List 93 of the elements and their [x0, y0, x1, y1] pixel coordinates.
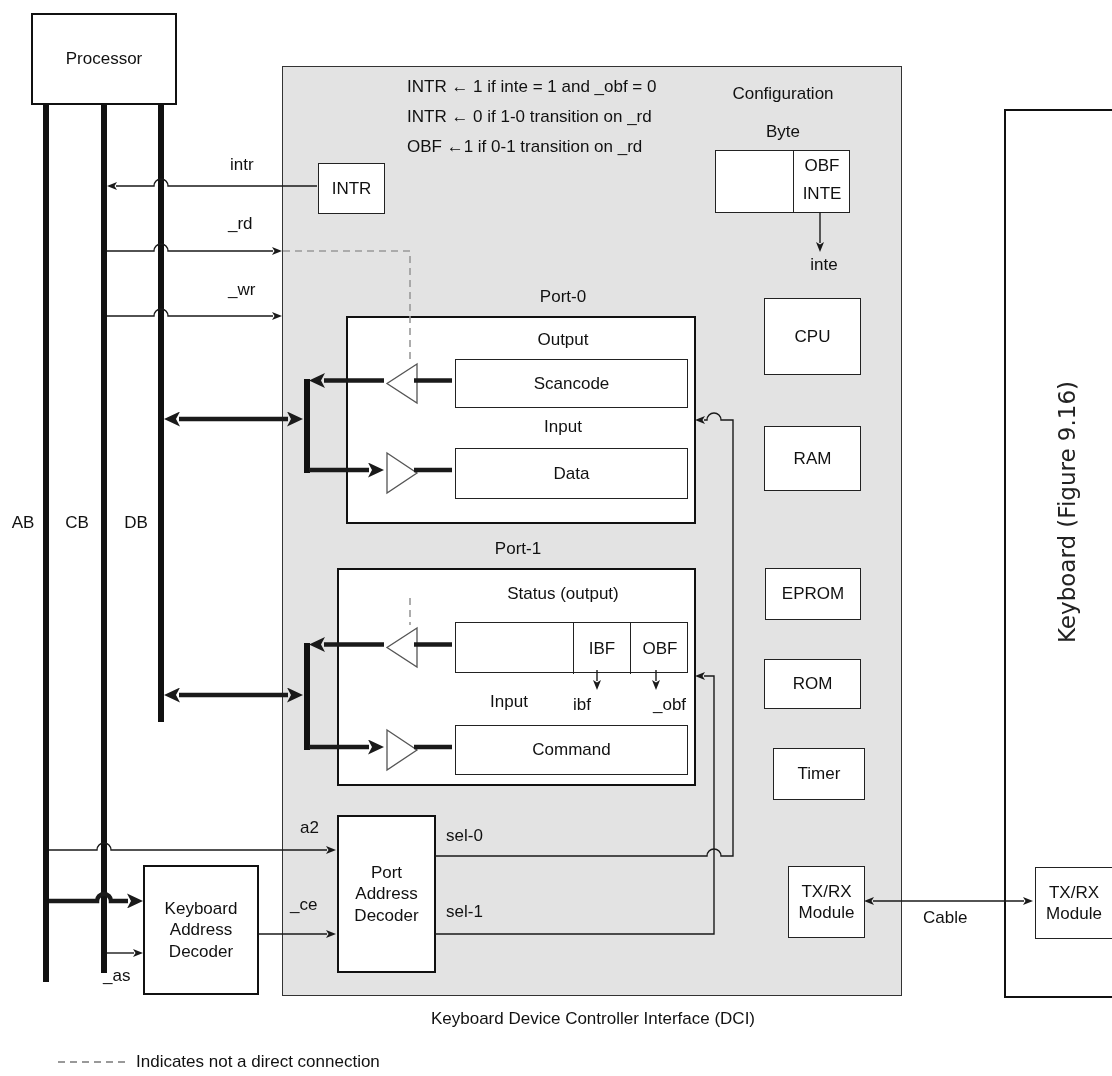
bus-junction [304, 379, 310, 473]
legend-label: Indicates not a direct connection [136, 1052, 380, 1072]
rule-text: OBF ←1 if 0-1 transition on _rd [407, 137, 643, 157]
arrow [652, 669, 660, 690]
register-box [455, 725, 688, 775]
dashed-line [409, 597, 411, 626]
edge-label: _wr [228, 280, 256, 300]
connector-line [414, 744, 452, 750]
block-label: ROM [791, 673, 834, 695]
arrow [593, 669, 601, 690]
edge-label: sel-0 [446, 826, 483, 846]
arrow [309, 462, 384, 478]
heading-label: Port-0 [538, 286, 588, 308]
arrow [309, 373, 384, 388]
module-box [764, 298, 861, 375]
heading-label: Keyboard Device Controller Interface (DCI) [429, 1008, 757, 1030]
block-label: Port Address Decoder [353, 862, 420, 926]
block-label: Timer [796, 763, 842, 785]
buffer-triangle [387, 364, 417, 403]
block-label: OBF [803, 155, 841, 177]
block-label: Status (output) [506, 583, 620, 605]
edge-label: intr [230, 155, 254, 175]
block-label: TX/RX Module [1045, 881, 1103, 925]
signal-label: _obf [649, 693, 695, 717]
buffer-triangle [387, 628, 417, 667]
edge-label: Cable [923, 908, 968, 928]
heading-label: Port-1 [493, 538, 543, 560]
register-box [455, 448, 688, 499]
bus-junction [304, 643, 310, 750]
edge-label: _ce [290, 895, 318, 915]
arrow [107, 178, 318, 190]
block-label: Processor [64, 48, 144, 70]
edge-label: _rd [228, 214, 253, 234]
bus-label: AB [10, 513, 36, 533]
arrow [309, 637, 384, 652]
arrow [48, 842, 336, 854]
double-arrow [864, 897, 1033, 905]
edge-label: sel-1 [446, 902, 483, 922]
block-label: INTE [801, 183, 843, 205]
register-box [318, 163, 385, 214]
bus-label: CB [64, 513, 90, 533]
arrow [106, 949, 143, 957]
connector-line [414, 467, 452, 473]
arrow [816, 211, 824, 252]
signal-label: ibf [561, 693, 603, 717]
block-label: Input [543, 416, 583, 438]
block-label: INTR [330, 177, 373, 200]
keyboard-panel [1004, 109, 1112, 998]
double-arrow [164, 411, 303, 427]
block-label: Output [536, 329, 590, 351]
block-label: Data [552, 462, 591, 485]
buffer-triangle [387, 453, 417, 493]
block-label: Input [489, 691, 529, 713]
double-arrow [164, 687, 303, 703]
rule-text: INTR ← 1 if inte = 1 and _obf = 0 [407, 77, 657, 97]
connector-line [414, 642, 452, 647]
decoder-box [143, 865, 259, 995]
module-box [788, 866, 865, 938]
module-box [764, 426, 861, 491]
register-box [455, 622, 688, 673]
arrow [309, 739, 384, 755]
arrow [106, 308, 282, 320]
block-label: RAM [792, 447, 833, 470]
module-box [773, 748, 865, 800]
arrow [106, 243, 282, 255]
bus-label: DB [123, 513, 149, 533]
edge-label: a2 [300, 818, 319, 838]
edge-label: _as [103, 966, 131, 986]
block-label: Keyboard Address Decoder [163, 898, 239, 962]
block-label: Scancode [532, 372, 611, 395]
arrow [258, 930, 336, 938]
block-label: Command [531, 739, 612, 761]
block-label: IBF [587, 637, 617, 660]
processor-box [31, 13, 177, 105]
block-label: OBF [641, 637, 679, 660]
decoder-box [337, 815, 436, 973]
arrow [49, 891, 143, 909]
arrow [434, 672, 715, 935]
rule-text: INTR ← 0 if 1-0 transition on _rd [407, 107, 652, 127]
module-box [765, 568, 861, 620]
register-box [455, 359, 688, 408]
arrow [434, 412, 734, 857]
block-label: EPROM [780, 583, 846, 605]
connector-line [414, 378, 452, 383]
block-label: CPU [793, 325, 832, 348]
heading-label: Configuration Byte [731, 83, 835, 143]
buffer-triangle [387, 730, 417, 770]
block-label: TX/RX Module [797, 880, 856, 924]
module-box [764, 659, 861, 709]
heading-label: Keyboard (Figure 9.16) [1053, 379, 1081, 646]
module-box [1035, 867, 1112, 939]
dashed-line [282, 250, 411, 362]
signal-label: inte [801, 253, 847, 277]
